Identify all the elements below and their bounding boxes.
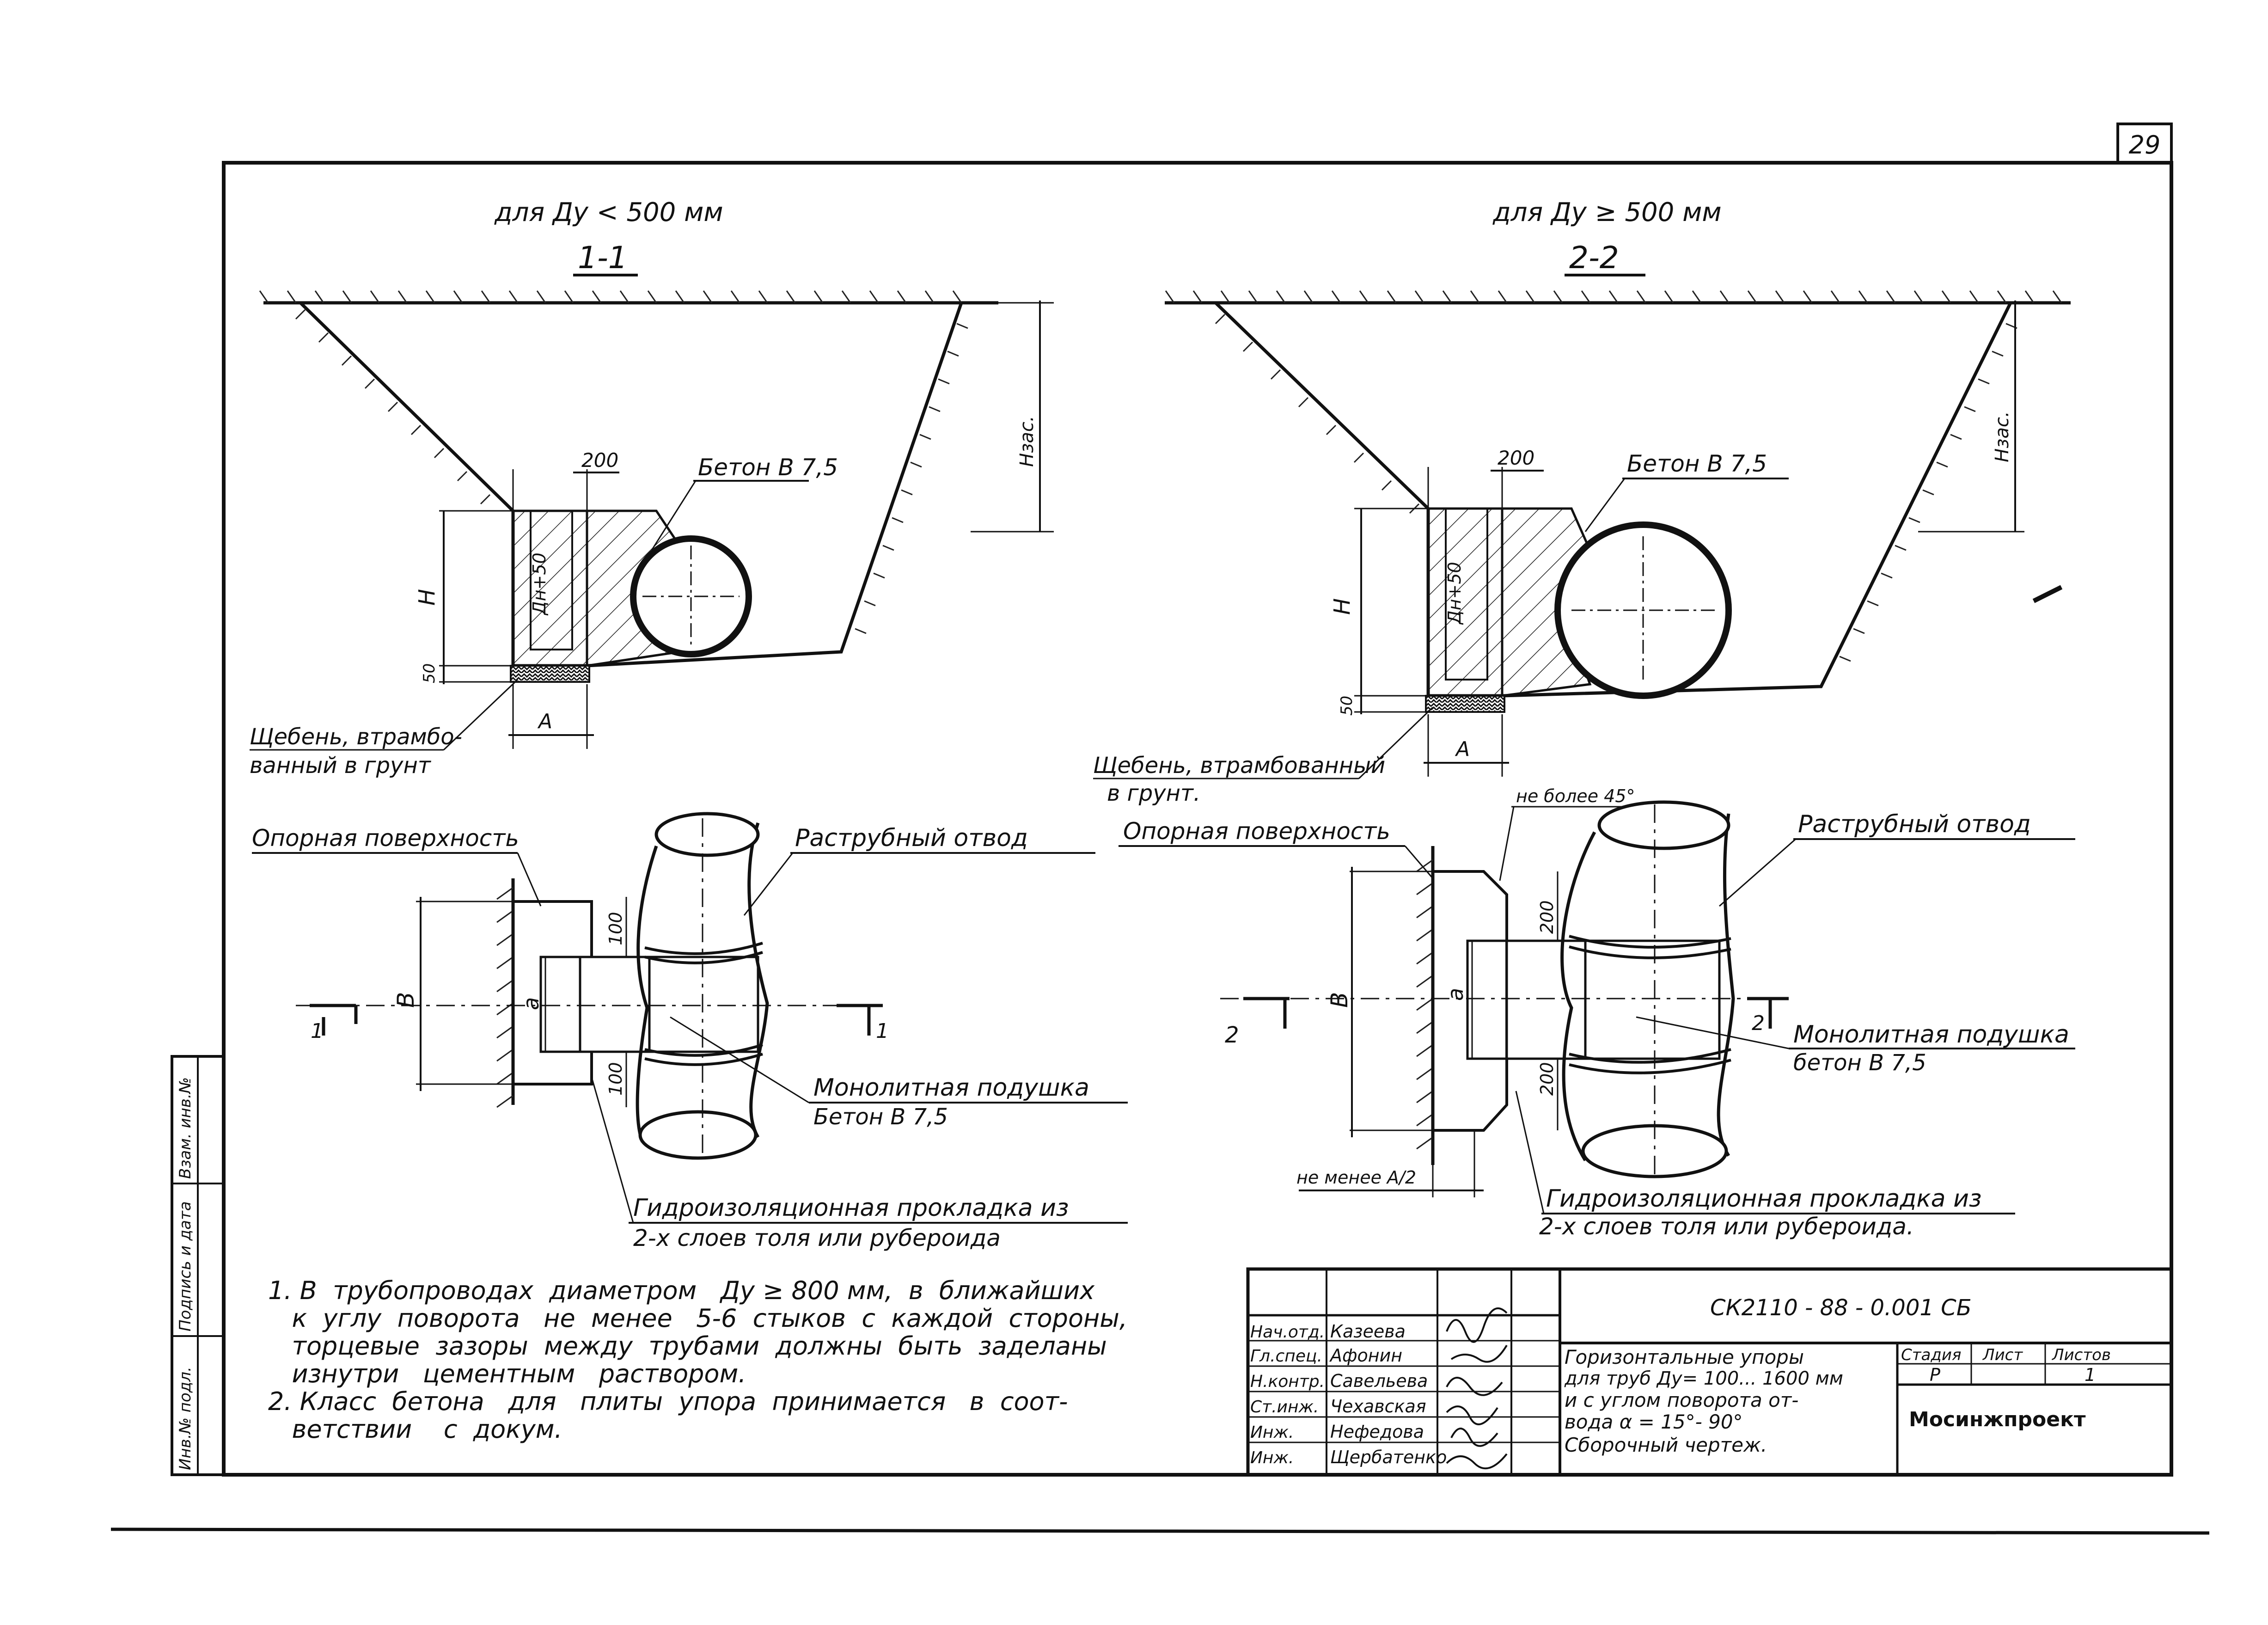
section-right-dim-200: 200 [1498, 447, 1534, 469]
section-left-dim-200: 200 [581, 449, 618, 472]
plan-right-dim-200-bot: 200 [1537, 1062, 1557, 1096]
section-right-dim-h: Н [1329, 598, 1355, 615]
section-left-mark: 1-1 [578, 240, 628, 276]
section-left-dim-dn: Дн+50 [529, 552, 550, 616]
section-left-dim-50: 50 [420, 663, 439, 683]
title-line-1: Горизонтальные упоры [1565, 1346, 1804, 1368]
plan-right-cut-left: 2 [1225, 1022, 1239, 1048]
plan-right-angle-note: не более 45° [1516, 786, 1635, 806]
stage-value: Р [1930, 1365, 1940, 1385]
title-block: СК2110 - 88 - 0.001 СБ Нач.отд. Казеева … [1246, 1267, 2173, 1477]
plan-left-dim-a: а [519, 997, 544, 1010]
section-right-mark: 2-2 [1569, 240, 1619, 276]
plan-right-support-label: Опорная поверхность [1123, 818, 1390, 845]
stamp-replaced-inv: Взам. инв.№ [176, 1077, 195, 1179]
note-line-5: 2. Класс бетона для плиты упора принимае… [268, 1387, 1068, 1416]
section-left-gravel-2: ванный в грунт [250, 753, 432, 779]
plan-left-waterproof-2: 2-х слоев толя или рубероида [633, 1225, 1001, 1251]
plan-left-dim-100-top: 100 [605, 912, 626, 945]
section-left-gravel-1: Щебень, втрамбо- [250, 724, 462, 750]
note-line-3: торцевые зазоры между трубами должны быт… [268, 1331, 1107, 1361]
section-right-gravel-2: в грунт. [1107, 780, 1200, 806]
name-2: Афонин [1329, 1345, 1402, 1366]
drawing-frame: 29 [110, 123, 2210, 1535]
plan-left-support-label: Опорная поверхность [252, 825, 519, 852]
name-6: Щербатенко [1330, 1447, 1447, 1467]
sheets-header: Листов [2051, 1346, 2111, 1364]
role-3: Н.контр. [1250, 1372, 1325, 1391]
title-line-3: и с углом поворота от- [1565, 1389, 1798, 1411]
organization: Мосинжпроект [1909, 1408, 2086, 1431]
plan-right-bend-label: Раструбный отвод [1798, 810, 2031, 838]
section-left-condition: для Ду < 500 мм [494, 197, 723, 227]
plan-right-cushion-1: Монолитная подушка [1793, 1021, 2069, 1049]
section-right-dim-dn: Дн+50 [1444, 562, 1465, 625]
title-line-4: вода α = 15°- 90° [1565, 1410, 1743, 1433]
plan-left-cushion-1: Монолитная подушка [813, 1074, 1089, 1102]
plan-right-cut-right: 2 [1752, 1012, 1765, 1035]
title-line-5: Сборочный чертеж. [1565, 1434, 1767, 1456]
section-2-2: для Ду ≥ 500 мм 2-2 200 Н 50 Дн+50 А Нз [1093, 197, 2071, 806]
note-line-6: ветствии с докум. [268, 1415, 562, 1444]
sheet-header: Лист [1982, 1346, 2023, 1364]
name-1: Казеева [1330, 1321, 1406, 1342]
section-right-dim-50: 50 [1338, 696, 1356, 716]
section-right-condition: для Ду ≥ 500 мм [1492, 197, 1722, 227]
section-right-gravel-1: Щебень, втрамбованный [1093, 753, 1385, 779]
stamp-inv-podl: Инв.№ подл. [176, 1367, 195, 1470]
note-line-4: изнутри цементным раствором. [268, 1359, 746, 1388]
plan-left-cushion-2: Бетон В 7,5 [813, 1104, 948, 1130]
sheets-value: 1 [2085, 1365, 2096, 1385]
plan-right-min-note: не менее А/2 [1296, 1167, 1416, 1188]
role-1: Нач.отд. [1250, 1323, 1325, 1342]
role-2: Гл.спец. [1250, 1347, 1322, 1366]
plan-left: Опорная поверхность 1 1 В а [252, 812, 1128, 1251]
section-right-concrete-label: Бетон В 7,5 [1627, 450, 1767, 477]
section-left-dim-a: А [537, 710, 552, 733]
plan-left-cut-left: 1 [311, 1019, 324, 1043]
plan-right-dim-a: а [1443, 988, 1468, 1001]
plan-left-bend-label: Раструбный отвод [795, 824, 1028, 852]
plan-right: Опорная поверхность не более 45° 2 2 В [1119, 786, 2075, 1240]
section-left-concrete-label: Бетон В 7,5 [698, 454, 838, 481]
name-4: Чехавская [1330, 1396, 1426, 1417]
plan-left-cut-right: 1 [876, 1019, 889, 1043]
section-right-dim-a: А [1455, 737, 1470, 761]
page-number: 29 [2129, 130, 2161, 159]
role-6: Инж. [1250, 1448, 1294, 1467]
plan-left-waterproof-1: Гидроизоляционная прокладка из [633, 1194, 1069, 1222]
plan-left-dim-100-bot: 100 [605, 1062, 626, 1096]
section-right-dim-hzas: Нзас. [1992, 411, 2013, 462]
note-line-1: 1. В трубопроводах диаметром Ду ≥ 800 мм… [268, 1276, 1095, 1305]
role-4: Ст.инж. [1250, 1398, 1319, 1417]
note-line-2: к углу поворота не менее 5-6 стыков с ка… [268, 1304, 1127, 1333]
section-left-dim-hzas: Нзас. [1016, 416, 1038, 467]
plan-right-dim-b: В [1326, 992, 1353, 1008]
plan-right-waterproof-2: 2-х слоев толя или рубероида. [1539, 1213, 1914, 1240]
plan-left-dim-b: В [392, 992, 419, 1008]
section-left-dim-h: Н [414, 589, 440, 606]
plan-right-waterproof-1: Гидроизоляционная прокладка из [1546, 1185, 1982, 1213]
name-3: Савельева [1330, 1371, 1428, 1391]
plan-right-cushion-2: бетон В 7,5 [1793, 1050, 1926, 1076]
title-line-2: для труб Ду= 100... 1600 мм [1564, 1368, 1843, 1389]
stage-header: Стадия [1901, 1346, 1961, 1364]
notes: 1. В трубопроводах диаметром Ду ≥ 800 мм… [268, 1276, 1127, 1444]
doc-code: СК2110 - 88 - 0.001 СБ [1710, 1295, 1972, 1321]
name-5: Нефедова [1330, 1422, 1424, 1442]
section-1-1: для Ду < 500 мм 1-1 200 Н 50 Дн+50 [250, 197, 1054, 779]
role-5: Инж. [1250, 1423, 1294, 1442]
stamp-signature-date: Подпись и дата [176, 1201, 195, 1331]
side-stamp: Инв.№ подл. Подпись и дата Взам. инв.№ [171, 1055, 225, 1476]
plan-right-dim-200-top: 200 [1537, 900, 1557, 934]
